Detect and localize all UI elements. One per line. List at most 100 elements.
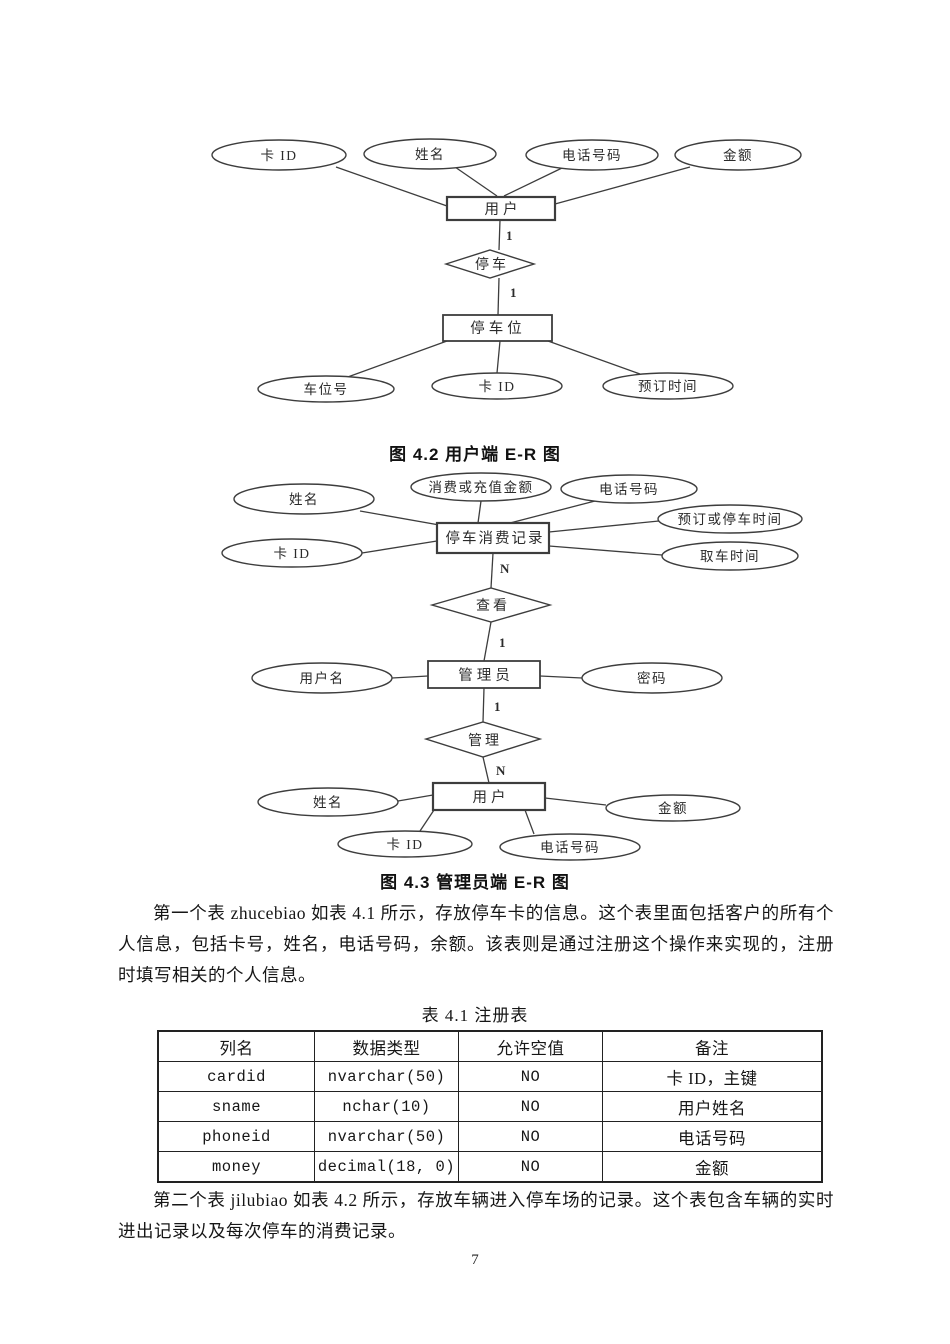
- entity-rect-user: [431, 781, 547, 812]
- line-amount-record: [477, 500, 482, 524]
- attribute-ellipse-cardid: [211, 139, 347, 171]
- attribute-ellipse-name: [363, 138, 497, 170]
- cell-allow-null: NO: [458, 1091, 603, 1122]
- cell-remark: 卡 ID，主键: [602, 1061, 823, 1092]
- attribute-ellipse-cardid: [221, 538, 363, 568]
- cell-column-name: phoneid: [157, 1121, 315, 1152]
- cell-data-type: decimal(18, 0): [314, 1151, 459, 1183]
- table-4-1-caption: 表 4.1 注册表: [421, 1006, 529, 1025]
- attribute-label: 姓名: [415, 147, 445, 162]
- entity-label: 用户: [485, 201, 522, 218]
- attribute-label: 金额: [723, 148, 753, 163]
- cell-column-name: cardid: [157, 1061, 315, 1092]
- line-spot-cardid: [496, 340, 501, 374]
- cardinality-label: 1: [499, 635, 506, 650]
- line-user-park: [498, 219, 501, 251]
- line-record-view: [490, 552, 494, 589]
- paragraph-zhucebiao: 第一个表 zhucebiao 如表 4.1 所示，存放停车卡的信息。这个表里面包…: [118, 903, 834, 985]
- register-table: 列名 数据类型 允许空值 备注 cardid nvarchar(50) NO 卡…: [157, 1030, 823, 1183]
- table-row: money decimal(18, 0) NO 金额: [157, 1151, 823, 1183]
- line-user-cardid2: [419, 809, 435, 832]
- attribute-ellipse-booktime: [657, 504, 803, 534]
- cell-column-name: sname: [157, 1091, 315, 1122]
- line-cardid-record: [361, 540, 438, 554]
- line-park-spot: [497, 277, 500, 316]
- attribute-label: 金额: [658, 801, 688, 816]
- attribute-ellipse-amount: [410, 472, 552, 502]
- paragraph-jilubiao: 第二个表 jilubiao 如表 4.2 所示，存放车辆进入停车场的记录。这个表…: [118, 1190, 834, 1241]
- attribute-label: 车位号: [304, 381, 349, 397]
- header-column-name: 列名: [157, 1030, 315, 1062]
- cell-remark: 金额: [602, 1151, 823, 1183]
- attribute-label: 密码: [637, 670, 667, 686]
- line-money-user: [554, 166, 691, 205]
- attribute-ellipse-gettime: [661, 541, 799, 571]
- cardinality-label: N: [500, 561, 510, 576]
- cell-column-name: money: [157, 1151, 315, 1183]
- cell-data-type: nvarchar(50): [314, 1061, 459, 1092]
- attribute-label: 姓名: [289, 492, 319, 507]
- line-name-record: [359, 510, 446, 527]
- relation-diamond-manage: [423, 721, 543, 758]
- attribute-ellipse-money: [605, 794, 741, 822]
- attribute-ellipse-cardid2: [431, 372, 563, 400]
- entity-rect-user: [445, 195, 557, 222]
- table-row: phoneid nvarchar(50) NO 电话号码: [157, 1121, 823, 1152]
- attribute-label: 电话号码: [599, 482, 659, 497]
- cell-remark: 电话号码: [602, 1121, 823, 1152]
- table-row: sname nchar(10) NO 用户姓名: [157, 1091, 823, 1122]
- entity-rect-admin: [427, 660, 541, 689]
- attribute-label: 预订时间: [638, 379, 698, 394]
- er-diagram-user-side: 卡 ID 姓名 电话号码 金额 用户 1 停车 1 停车位 车位号 卡 ID 预…: [211, 138, 802, 403]
- cell-remark: 用户姓名: [602, 1091, 823, 1122]
- line-gettime-record: [548, 545, 663, 556]
- attribute-label: 姓名: [313, 795, 343, 810]
- attribute-label: 预订或停车时间: [678, 511, 783, 527]
- cardinality-label: 1: [494, 699, 501, 714]
- cardinality-label: 1: [510, 285, 517, 300]
- cardinality-label: N: [496, 763, 506, 778]
- header-remark: 备注: [602, 1030, 823, 1062]
- attribute-ellipse-spotno: [257, 375, 395, 403]
- line-name2-user: [397, 794, 434, 802]
- attribute-label: 消费或充值金额: [429, 480, 534, 495]
- attribute-label: 卡 ID: [273, 546, 310, 561]
- entity-rect-spot: [442, 314, 553, 342]
- attribute-label: 卡 ID: [260, 148, 297, 163]
- line-name-user: [454, 166, 498, 197]
- line-booktime-record: [548, 520, 660, 533]
- line-phone-record: [509, 500, 596, 524]
- entity-rect-record: [435, 521, 551, 555]
- cardinality-label: 1: [506, 228, 513, 243]
- line-admin-manage: [482, 687, 485, 723]
- attribute-ellipse-cardid2: [337, 830, 473, 858]
- er-diagram-admin-side: 姓名 消费或充值金额 电话号码 预订或停车时间 卡 ID 取车时间 停车消费记录…: [221, 472, 803, 861]
- attribute-ellipse-name2: [257, 787, 399, 817]
- line-phone-user: [503, 167, 563, 197]
- figure-4-2-caption: 图 4.2 用户端 E-R 图: [389, 445, 561, 464]
- line-username-admin: [391, 675, 429, 679]
- attribute-ellipse-phone2: [499, 833, 641, 861]
- attribute-label: 电话号码: [562, 148, 622, 163]
- line-user-money: [544, 797, 607, 806]
- attribute-label: 取车时间: [700, 548, 760, 564]
- table-row: cardid nvarchar(50) NO 卡 ID，主键: [157, 1061, 823, 1092]
- line-cardid-user: [335, 166, 448, 207]
- entity-label: 停车位: [470, 320, 526, 337]
- attribute-label: 卡 ID: [386, 837, 423, 852]
- cell-allow-null: NO: [458, 1121, 603, 1152]
- attribute-ellipse-money: [674, 139, 802, 171]
- attribute-ellipse-username: [251, 662, 393, 694]
- entity-label: 管理员: [458, 667, 514, 684]
- page-number: 7: [471, 1252, 479, 1268]
- relation-label: 管理: [468, 733, 502, 749]
- attribute-label: 用户名: [300, 670, 345, 686]
- attribute-ellipse-name: [233, 483, 375, 515]
- attribute-ellipse-phone: [560, 474, 698, 504]
- entity-label: 停车消费记录: [446, 530, 545, 547]
- attribute-label: 卡 ID: [478, 379, 515, 394]
- table-header-row: 列名 数据类型 允许空值 备注: [157, 1030, 823, 1062]
- cell-allow-null: NO: [458, 1061, 603, 1092]
- attribute-label: 电话号码: [540, 840, 600, 855]
